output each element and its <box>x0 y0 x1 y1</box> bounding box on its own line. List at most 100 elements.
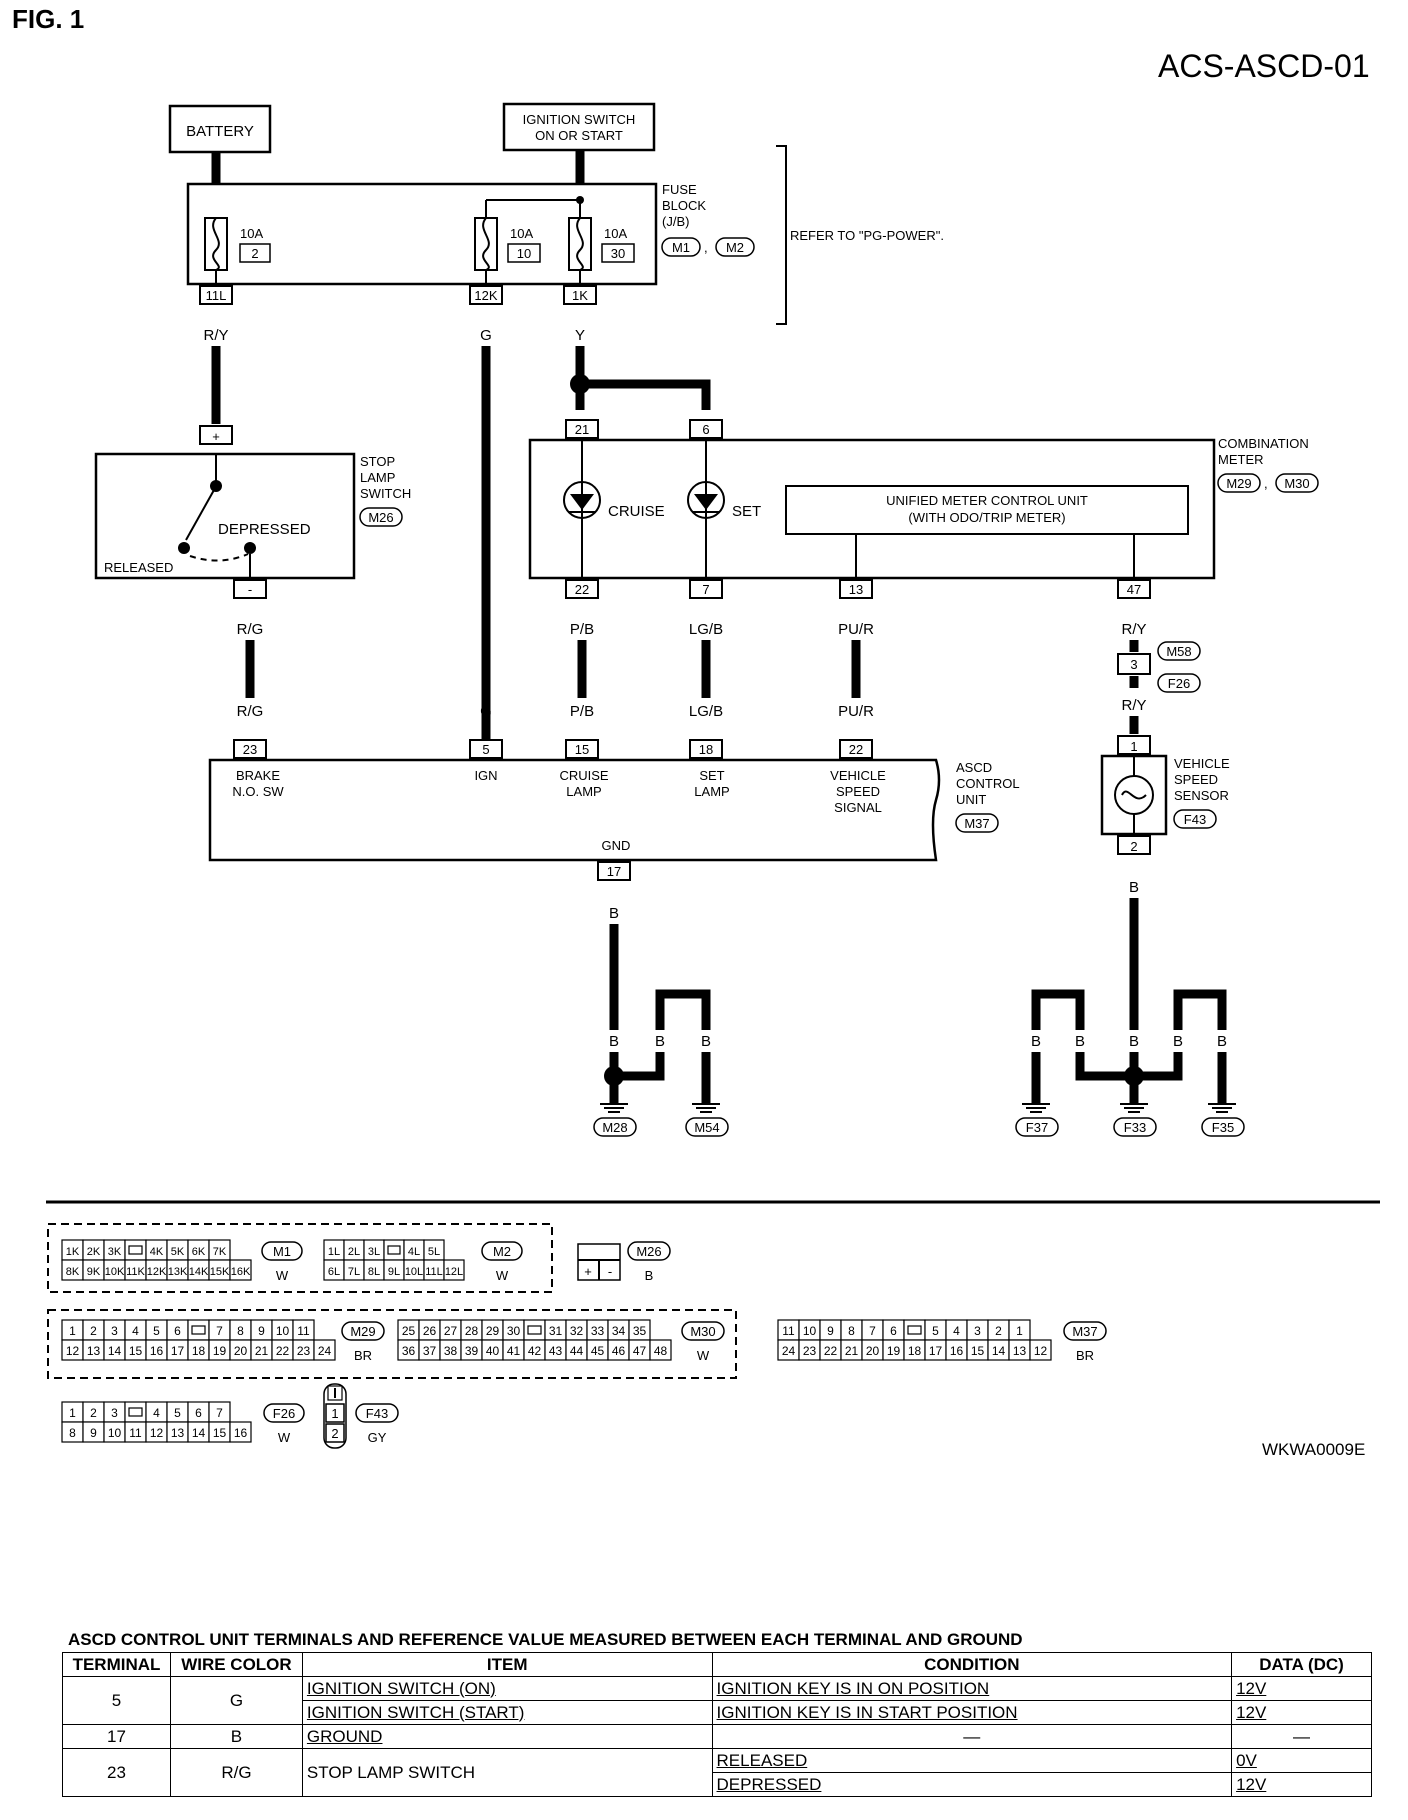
connector-cavity-label: 5L <box>428 1246 440 1258</box>
connector-cavity <box>229 1421 252 1443</box>
battery-box: BATTERY <box>168 104 272 154</box>
connector-view-m2-label: M2 W <box>481 1241 523 1283</box>
fuse-2: 10A 10 <box>474 217 541 284</box>
terminal-11l: 11L <box>206 288 227 303</box>
ascd-brake-label-2: N.O. SW <box>232 784 284 799</box>
cell-condition: DEPRESSED <box>711 1772 1233 1797</box>
connector-cavity <box>523 1319 546 1341</box>
wire-label-g-lower: G <box>480 703 492 720</box>
terminal-12k: 12K <box>474 288 497 303</box>
connector-cavity-label: 45 <box>591 1344 605 1358</box>
connector-cavity-label: 15 <box>129 1344 143 1358</box>
connector-cavity-label: 12 <box>150 1426 164 1440</box>
fuse-1-amp: 10A <box>240 226 263 241</box>
connector-cavity-label: 37 <box>423 1344 437 1358</box>
ignition-label-1: IGNITION SWITCH <box>523 112 636 127</box>
connector-cavity-label: 8K <box>66 1266 80 1278</box>
connector-cavity-label: 20 <box>866 1344 880 1358</box>
wire-label-b: B <box>1129 879 1139 896</box>
cell-terminal: 5 <box>62 1676 171 1725</box>
cell-data: 0V <box>1231 1748 1372 1773</box>
connector-cavity-label: 48 <box>654 1344 668 1358</box>
connector-cavity-label: 23 <box>803 1344 817 1358</box>
fuse-1: 10A 2 <box>204 217 271 284</box>
connector-cavity-label: 32 <box>570 1324 584 1338</box>
ground-right: B B B B B B F37 F33 F35 <box>1015 879 1245 1137</box>
f26-color: W <box>278 1430 291 1445</box>
connector-cavity-label: 7 <box>869 1324 876 1338</box>
set-label: SET <box>732 503 761 520</box>
connector-cavity-label: 14 <box>108 1344 122 1358</box>
cell-item: GROUND <box>301 1724 713 1749</box>
connector-key <box>191 1325 206 1335</box>
cell-condition: IGNITION KEY IS IN ON POSITION <box>711 1676 1233 1701</box>
fuse-3-num: 30 <box>611 246 625 261</box>
connector-cavity-label: 24 <box>318 1344 332 1358</box>
sensor-label-2: SPEED <box>1174 772 1218 787</box>
ascd-conn-m37: M37 <box>964 816 989 831</box>
separator: , <box>704 240 708 255</box>
connector-cavity-label: 10L <box>405 1266 423 1278</box>
connector-cavity-label: 13 <box>1013 1344 1027 1358</box>
header-item: ITEM <box>301 1652 713 1677</box>
connector-cavity-label: 2K <box>87 1246 101 1258</box>
meter-unit-label-1: UNIFIED METER CONTROL UNIT <box>886 493 1088 508</box>
connector-view-m1-label: M1 W <box>261 1241 303 1283</box>
connector-cavity-label: 12 <box>66 1344 80 1358</box>
ground-f37: F37 <box>1026 1120 1048 1135</box>
connector-cavity-label: 25 <box>402 1324 416 1338</box>
connector-cavity-label: 6 <box>890 1324 897 1338</box>
connector-cavity-label: 13K <box>168 1266 188 1278</box>
ground-symbol-icon <box>1120 1103 1148 1113</box>
connector-cavity-label: 9K <box>87 1266 101 1278</box>
cell-wire: B <box>169 1724 303 1749</box>
connector-cavity-label: 8 <box>848 1324 855 1338</box>
connector-cavity-label: 44 <box>570 1344 584 1358</box>
connector-view-m29-label: M29 BR <box>341 1321 385 1363</box>
fuse-block-label-2: BLOCK <box>662 198 706 213</box>
connector-cavity-label: 16 <box>150 1344 164 1358</box>
connector-group-m29-m30 <box>47 1309 737 1379</box>
connector-key <box>527 1325 542 1335</box>
m1-color: W <box>276 1268 289 1283</box>
connector-cavity-label: 8L <box>368 1266 380 1278</box>
fuse-block-conn-m2: M2 <box>726 240 744 255</box>
wire-label-b: B <box>655 1033 665 1050</box>
connector-cavity-label: 13 <box>171 1426 185 1440</box>
connector-cavity <box>383 1239 405 1261</box>
connector-cavity-label: 33 <box>591 1324 605 1338</box>
connector-cavity-label: 11K <box>126 1266 145 1278</box>
cell-terminal: 23 <box>62 1748 171 1797</box>
connector-cavity-label: 3L <box>368 1246 380 1258</box>
fuse-block-label-1: FUSE <box>662 182 697 197</box>
wire-label-b: B <box>609 905 619 922</box>
connector-cavity <box>124 1401 147 1423</box>
cell-wire: G <box>169 1676 303 1725</box>
ground-f35: F35 <box>1212 1120 1234 1135</box>
connector-cavity-label: 6 <box>174 1324 181 1338</box>
connector-cavity-label: 4K <box>150 1246 164 1258</box>
joint-conn-m58: M58 <box>1166 644 1191 659</box>
connector-cavity-label: 30 <box>507 1324 521 1338</box>
ascd-control-unit: 23 5 15 18 22 BRAKE N.O. SW IGN CRUISE L… <box>208 739 1020 881</box>
connector-cavity-label: 38 <box>444 1344 458 1358</box>
wire-label-b: B <box>701 1033 711 1050</box>
m1-id: M1 <box>273 1244 291 1259</box>
wire-label-lgb-lower: LG/B <box>689 703 723 720</box>
connector-cavity-label: 2 <box>90 1406 97 1420</box>
connector-view-f43: 1 2 F43 GY <box>323 1383 399 1449</box>
connector-key <box>128 1407 143 1417</box>
cell-data: 12V <box>1231 1772 1372 1797</box>
connector-cavity-label: 26 <box>423 1324 437 1338</box>
connector-cavity-label: 11L <box>425 1266 443 1278</box>
connector-cavity-label: 10 <box>108 1426 122 1440</box>
fuse-block-conn-m1: M1 <box>672 240 690 255</box>
wire-label-y: Y <box>575 327 585 344</box>
connector-cavity-label: 4 <box>953 1324 960 1338</box>
connector-cavity-label: 15 <box>971 1344 985 1358</box>
ground-symbol-icon <box>1208 1103 1236 1113</box>
connector-cavity-label: 27 <box>444 1324 458 1338</box>
connector-cavity-label: 16K <box>231 1266 251 1278</box>
